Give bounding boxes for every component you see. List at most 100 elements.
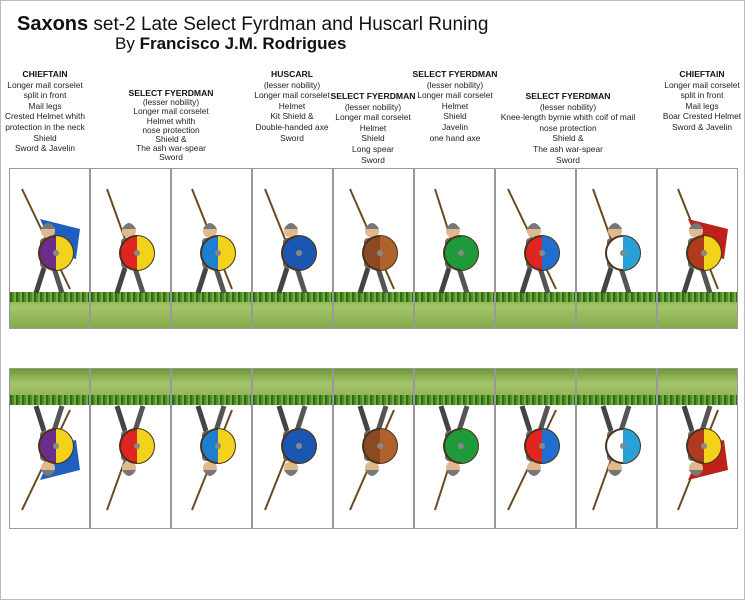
helmet — [689, 470, 703, 476]
soldier-figure — [677, 405, 728, 511]
figure-card — [414, 168, 495, 329]
unit-detail: Helmet whith — [146, 115, 196, 126]
sheet-title: Saxons set-2 Late Select Fyrdman and Hus… — [17, 13, 488, 36]
unit-description: SELECT FYERDMAN(lesser nobility)Longer m… — [298, 91, 448, 165]
unit-detail: Knee-length byrnie whith coif of mail — [500, 112, 636, 123]
leg — [438, 405, 452, 432]
soldier-figure — [592, 188, 641, 294]
grass-base — [496, 292, 575, 328]
leg — [375, 405, 389, 432]
leg — [600, 405, 614, 432]
lower-figure-strip — [9, 368, 738, 529]
leg — [114, 405, 128, 432]
grass-base — [10, 292, 89, 328]
leg — [294, 267, 308, 294]
helmet — [41, 223, 55, 229]
unit-heading: SELECT FYERDMAN — [525, 91, 611, 101]
helmet — [365, 223, 379, 229]
grass-base — [577, 292, 656, 328]
leg — [699, 267, 713, 294]
grass-base — [91, 292, 170, 328]
shield-half — [137, 429, 154, 463]
unit-detail: Sword — [361, 154, 385, 165]
unit-description: SELECT FYERDMAN(lesser nobility)Longer m… — [96, 88, 246, 163]
shield-half — [218, 429, 235, 463]
figure-card — [171, 168, 252, 329]
figure-card — [252, 368, 333, 529]
shield-boss — [296, 443, 302, 449]
figure-card — [414, 368, 495, 529]
figure-card — [576, 168, 657, 329]
unit-detail: Longer mail corselet — [335, 112, 411, 123]
figure-card — [657, 168, 738, 329]
helmet — [122, 470, 136, 476]
unit-detail: Shield — [361, 133, 385, 144]
figure-card — [333, 368, 414, 529]
grass-base — [658, 369, 737, 405]
unit-detail: Shield & — [552, 133, 584, 144]
grass-base — [253, 369, 332, 405]
soldier-figure — [191, 405, 236, 511]
figure-card — [90, 168, 171, 329]
figure-card — [90, 368, 171, 529]
soldier-figure — [592, 405, 641, 511]
unit-detail: Shield — [443, 111, 467, 122]
leg — [114, 267, 128, 294]
unit-detail: Boar Crested Helmet — [662, 111, 742, 122]
shield-boss — [53, 443, 59, 449]
leg — [519, 405, 533, 432]
soldier-figure — [21, 188, 80, 294]
helmet — [608, 223, 622, 229]
shield-boss — [620, 250, 626, 256]
unit-detail: Sword — [159, 152, 183, 163]
leg — [456, 267, 470, 294]
leg — [600, 267, 614, 294]
shield-boss — [458, 250, 464, 256]
grass-base — [334, 369, 413, 405]
helmet — [284, 223, 298, 229]
unit-detail: protection in the neck — [5, 121, 85, 132]
figure-card — [252, 168, 333, 329]
helmet — [689, 223, 703, 229]
leg — [195, 267, 209, 294]
unit-heading: SELECT FYERDMAN — [128, 88, 214, 98]
shield-half — [56, 429, 73, 463]
figure-card — [333, 168, 414, 329]
helmet — [41, 470, 55, 476]
helmet — [527, 470, 541, 476]
unit-detail: Mail legs — [685, 100, 719, 111]
unit-description: HUSCARL(lesser nobility)Longer mail cors… — [217, 69, 367, 143]
leg — [519, 267, 533, 294]
unit-detail: nose protection — [142, 124, 200, 135]
shield-half — [461, 429, 478, 463]
leg — [51, 405, 65, 432]
leg — [681, 267, 695, 294]
shield-half — [461, 236, 478, 270]
byline: By Francisco J.M. Rodrigues — [115, 34, 346, 54]
unit-detail: Sword & Javelin — [671, 121, 733, 132]
soldier-figure — [106, 188, 155, 294]
unit-detail: (lesser nobility) — [344, 101, 402, 112]
shield-half — [56, 236, 73, 270]
leg — [375, 267, 389, 294]
leg — [357, 267, 371, 294]
leg — [699, 405, 713, 432]
shield-half — [299, 236, 316, 270]
grass-base — [172, 292, 251, 328]
by-label: By — [115, 34, 140, 53]
soldier-figure — [434, 188, 479, 294]
shield-boss — [620, 443, 626, 449]
soldier-figure — [677, 188, 728, 294]
grass-base — [415, 292, 494, 328]
shield-half — [380, 236, 397, 270]
unit-detail: (lesser nobility) — [263, 79, 321, 90]
shield-boss — [53, 250, 59, 256]
figure-card — [495, 168, 576, 329]
helmet — [284, 470, 298, 476]
soldier-figure — [264, 188, 317, 294]
leg — [294, 405, 308, 432]
grass-base — [91, 369, 170, 405]
leg — [537, 405, 551, 432]
grass-base — [253, 292, 332, 328]
